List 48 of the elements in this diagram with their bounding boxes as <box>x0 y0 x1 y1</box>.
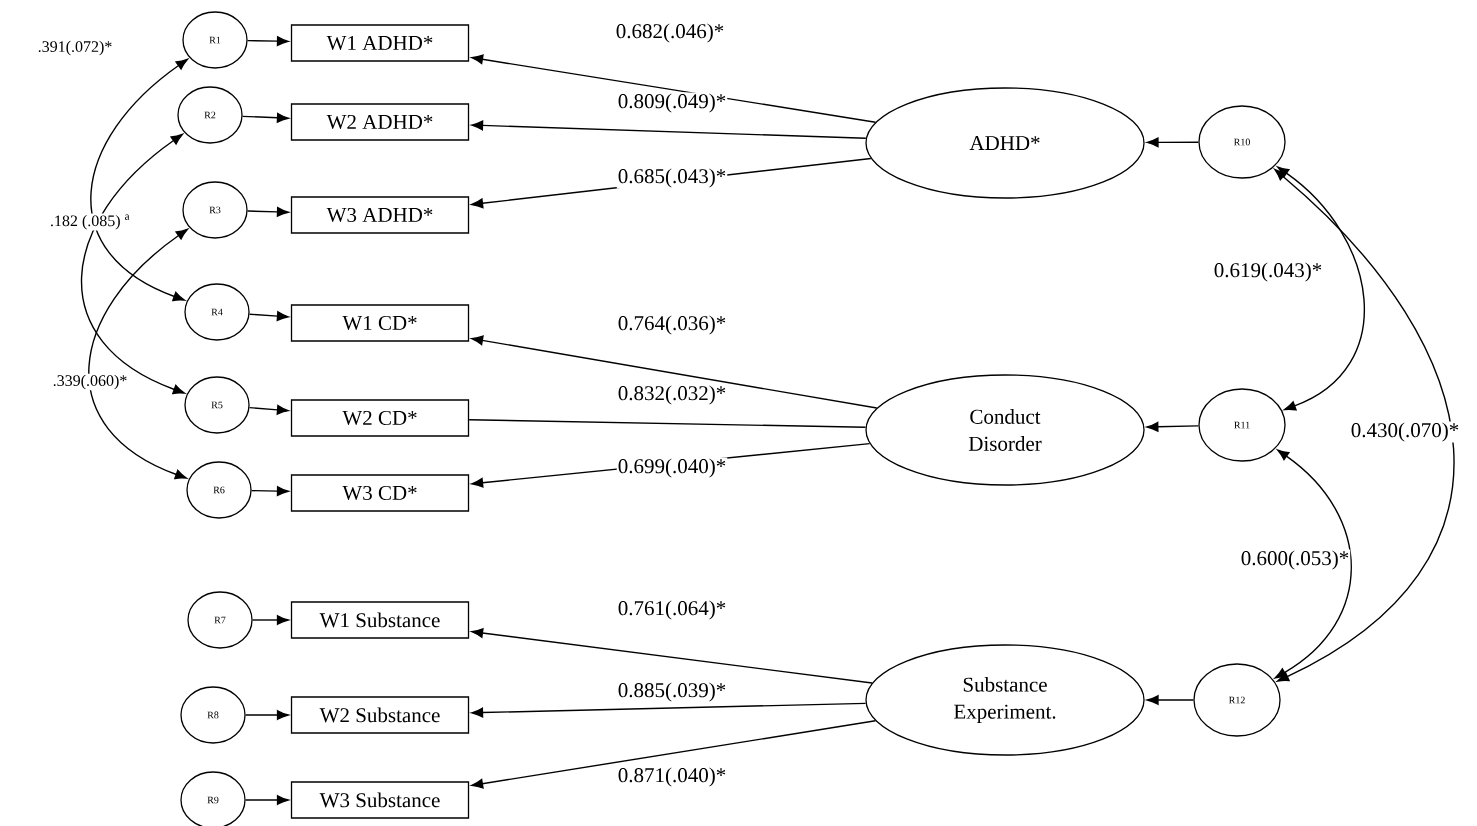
arrow <box>471 54 877 123</box>
arrow <box>246 36 289 47</box>
arrow <box>248 311 289 322</box>
arrow <box>471 628 873 684</box>
edge-label: 0.600(.053)* <box>1239 549 1351 571</box>
arrow <box>246 206 289 217</box>
arrow <box>88 228 188 480</box>
arrow <box>241 112 289 123</box>
arrow <box>90 58 188 302</box>
edge-label: 0.885(.039)* <box>616 681 728 703</box>
observed-variable-box: W3 CD* <box>290 474 470 512</box>
arrow <box>471 120 867 139</box>
edge-label: .391(.072)* <box>36 39 114 57</box>
edge-label: 0.682(.046)* <box>614 22 726 44</box>
edge-label: 0.619(.043)* <box>1212 261 1324 283</box>
edge-label: 0.699(.040)* <box>616 457 728 479</box>
observed-variable-box: W3 ADHD* <box>290 196 470 234</box>
arrow <box>471 702 867 718</box>
edge-label: 0.430(.070)* <box>1349 421 1461 443</box>
arrow <box>244 795 289 805</box>
arrow <box>248 404 289 415</box>
observed-variable-box: W3 Substance <box>290 781 470 819</box>
edge-label: 0.761(.064)* <box>616 599 728 621</box>
edge-label: 0.764(.036)* <box>616 314 728 336</box>
edge-label: 0.871(.040)* <box>616 766 728 788</box>
arrow <box>244 710 289 720</box>
arrow <box>1146 695 1195 705</box>
arrow <box>1274 169 1455 682</box>
edge-label: 0.685(.043)* <box>616 167 728 189</box>
arrow <box>80 133 185 395</box>
observed-variable-box: W2 ADHD* <box>290 103 470 141</box>
edge-label: 0.809(.049)* <box>616 92 728 114</box>
edge-label: 0.832(.032)* <box>616 384 728 406</box>
observed-variable-box: W2 CD* <box>290 399 470 437</box>
arrow <box>471 720 877 789</box>
edge-label: .182 (.085) $^{a}$ <box>48 213 132 231</box>
arrow <box>251 615 289 625</box>
arrow <box>1277 166 1365 411</box>
arrow <box>471 335 878 409</box>
edge-label: .339(.060)* <box>51 373 129 391</box>
observed-variable-box: W1 CD* <box>290 304 470 342</box>
observed-variable-box: W2 Substance <box>290 696 470 734</box>
observed-variable-box: W1 Substance <box>290 601 470 639</box>
arrow <box>1274 449 1352 679</box>
observed-variable-box: W1 ADHD* <box>290 24 470 62</box>
arrow <box>1146 137 1200 148</box>
arrow <box>1146 421 1200 432</box>
arrow <box>250 486 289 497</box>
